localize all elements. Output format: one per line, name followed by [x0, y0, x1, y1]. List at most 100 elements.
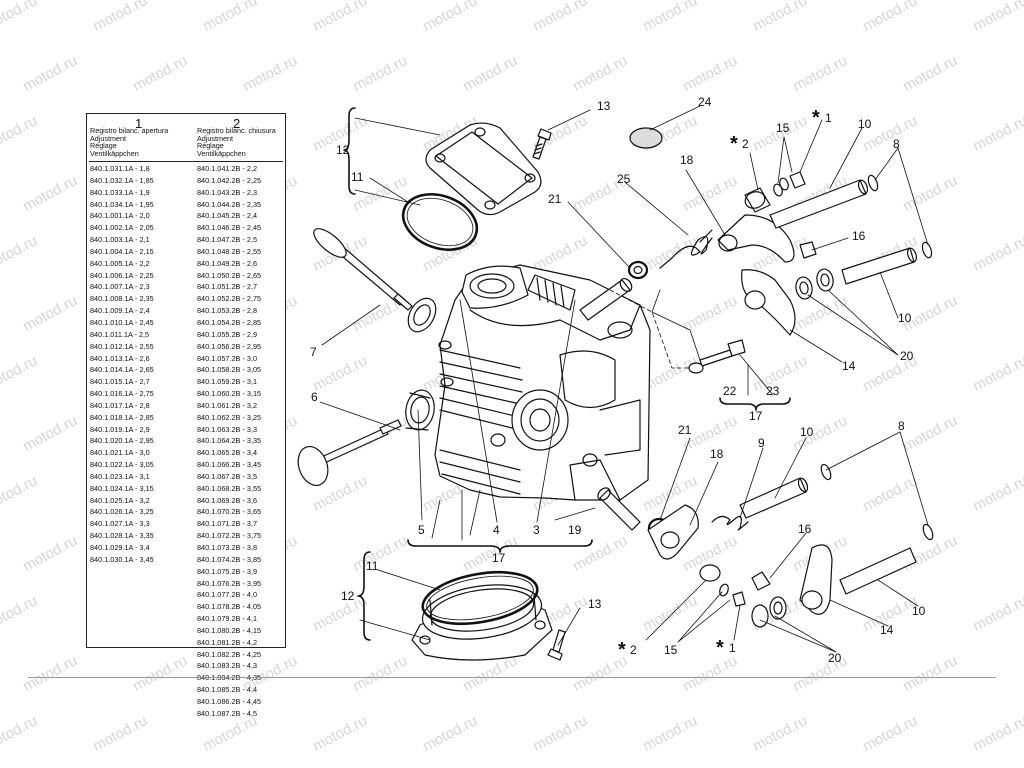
page-bottom-rule	[28, 677, 996, 678]
callout-17-right: 17	[749, 409, 763, 423]
table-col2-row: 840.1.052.2B - 2,75	[197, 294, 262, 304]
table-col1-number: 1	[135, 116, 143, 131]
table-col1-row: 840.1.019.1A - 2,9	[90, 424, 150, 434]
table-col1-row: 840.1.002.1A - 2,05	[90, 223, 154, 233]
top-cam-cover	[425, 122, 542, 216]
table-col2-row: 840.1.087.2B - 4,5	[197, 708, 258, 718]
cylinder-head	[434, 264, 651, 501]
table-col2-row: 840.1.076.2B - 3,95	[197, 578, 262, 588]
table-col1-row: 840.1.030.1A - 3,45	[90, 554, 154, 564]
table-col2-row: 840.1.047.2B - 2,5	[197, 235, 258, 245]
shim-upper	[744, 187, 771, 213]
bracket-17-bottom	[407, 539, 593, 553]
table-header-divider	[89, 161, 283, 162]
table-col1-row: 840.1.028.1A - 3,35	[90, 531, 154, 541]
table-col1-row: 840.1.029.1A - 3,4	[90, 543, 150, 552]
table-col2-row: 840.1.054.2B - 2,85	[197, 317, 262, 327]
table-col2-row: 840.1.055.2B - 2,9	[197, 329, 258, 339]
callout-17-bottom: 17	[492, 551, 506, 565]
table-col1-row: 840.1.001.1A - 2,0	[90, 211, 150, 221]
screw-23	[699, 339, 746, 367]
callout-7: 7	[310, 345, 317, 359]
bracket-12-bottom	[357, 551, 371, 641]
valve-seal-lower	[405, 389, 435, 431]
table-col2-header-line: Adjustment	[197, 133, 233, 143]
table-col2-number: 2	[233, 116, 241, 131]
half-rings-upper	[773, 177, 789, 197]
callout-24: 24	[698, 95, 712, 109]
table-col2-row: 840.1.081.2B - 4,2	[197, 637, 258, 647]
half-rings-lower	[719, 583, 729, 597]
table-col2-row: 840.1.074.2B - 3,85	[197, 554, 262, 564]
table-col1-row: 840.1.003.1A - 2,1	[90, 235, 150, 245]
callout-21-bottom: 21	[678, 423, 692, 437]
table-col1-row: 840.1.027.1A - 3,3	[90, 519, 150, 529]
table-col1-row: 840.1.013.1A - 2,6	[90, 353, 150, 363]
callout-13-bottom: 13	[588, 597, 602, 611]
table-col2-row: 840.1.061.2B - 3,2	[197, 400, 258, 410]
table-col2-row: 840.1.058.2B - 3,05	[197, 365, 262, 375]
bottom-cam-cover	[411, 584, 553, 661]
callout-4: 4	[493, 523, 500, 537]
callout-16-top: 16	[852, 229, 866, 243]
callout-22: 22	[723, 384, 737, 398]
table-col2-row: 840.1.046.2B - 2,45	[197, 223, 262, 233]
circlip-lower	[820, 463, 832, 481]
shim-lower	[699, 564, 721, 582]
circlip-lower-2	[922, 523, 934, 541]
table-col2-row: 840.1.077.2B - 4,0	[197, 590, 258, 600]
table-col1-row: 840.1.007.1A - 2,3	[90, 282, 150, 292]
table-col1-row: 840.1.010.1A - 2,45	[90, 317, 154, 327]
leader-lines	[319, 105, 929, 653]
table-col1-row: 840.1.008.1A - 2,35	[90, 294, 154, 304]
table-col1-header-line: Ventilkäppchen	[90, 148, 139, 158]
table-col1-row: 840.1.022.1A - 3,05	[90, 460, 154, 470]
callout-1-bottom: 1	[729, 641, 736, 655]
callout-5: 5	[418, 523, 425, 537]
callout-20-top: 20	[900, 349, 914, 363]
callout-19: 19	[568, 523, 582, 537]
table-col1-row: 840.1.033.1A - 1,9	[90, 187, 150, 197]
valve-guide-lower	[597, 487, 641, 531]
spacer-washers-lower	[751, 596, 787, 628]
bottom-cover-gasket-o-ring	[421, 571, 539, 625]
table-col1-row: 840.1.004.1A - 2,15	[90, 246, 154, 256]
circlip-upper-2	[921, 241, 933, 259]
table-col2-row: 840.1.045.2B - 2,4	[197, 211, 258, 221]
callout-2-bottom: 2	[630, 643, 637, 657]
table-col2-row: 840.1.071.2B - 3,7	[197, 519, 258, 529]
cap-nut-upper	[799, 241, 817, 259]
callout-15-top: 15	[776, 121, 790, 135]
table-col1-header-line: Registro bilanc. apertura	[90, 126, 169, 135]
exhaust-valve	[313, 228, 413, 311]
callout-10-top: 10	[858, 117, 872, 131]
table-col2-row: 840.1.063.2B - 3,3	[197, 424, 258, 434]
callout-12-bottom: 12	[341, 589, 355, 603]
oil-seal-cap-upper	[627, 260, 649, 280]
table-col1-header-line: Adjustment	[90, 133, 126, 143]
table-col2-row: 840.1.082.2B - 4,25	[197, 649, 262, 659]
shim-cap-upper	[789, 171, 806, 189]
callout-21-top: 21	[548, 192, 562, 206]
table-col2-row: 840.1.072.2B - 3,75	[197, 531, 262, 541]
table-col2-row: 840.1.067.2B - 3,5	[197, 471, 258, 481]
dashed-guide	[609, 289, 691, 369]
bottom-cover-screw	[547, 629, 566, 661]
table-col2-row: 840.1.050.2B - 2,65	[197, 270, 262, 280]
table-col1-row: 840.1.021.1A - 3,0	[90, 448, 150, 458]
table-col1-row: 840.1.024.1A - 3,15	[90, 483, 154, 493]
callout-14-top: 14	[842, 359, 856, 373]
table-col1-row: 840.1.015.1A - 2,7	[90, 377, 150, 387]
table-col2-row: 840.1.043.2B - 2,3	[197, 187, 258, 197]
table-col2-row: 840.1.049.2B - 2,6	[197, 258, 258, 268]
callout-star-2-bottom-star: *	[618, 639, 626, 661]
callout-12-top: 12	[336, 143, 350, 157]
rocker-arm-opening-lower	[799, 544, 833, 615]
table-col1-row: 840.1.026.1A - 3,25	[90, 507, 154, 517]
table-col2-row: 840.1.041.2B - 2,2	[197, 164, 258, 173]
table-col1-row: 840.1.014.1A - 2,65	[90, 365, 154, 375]
